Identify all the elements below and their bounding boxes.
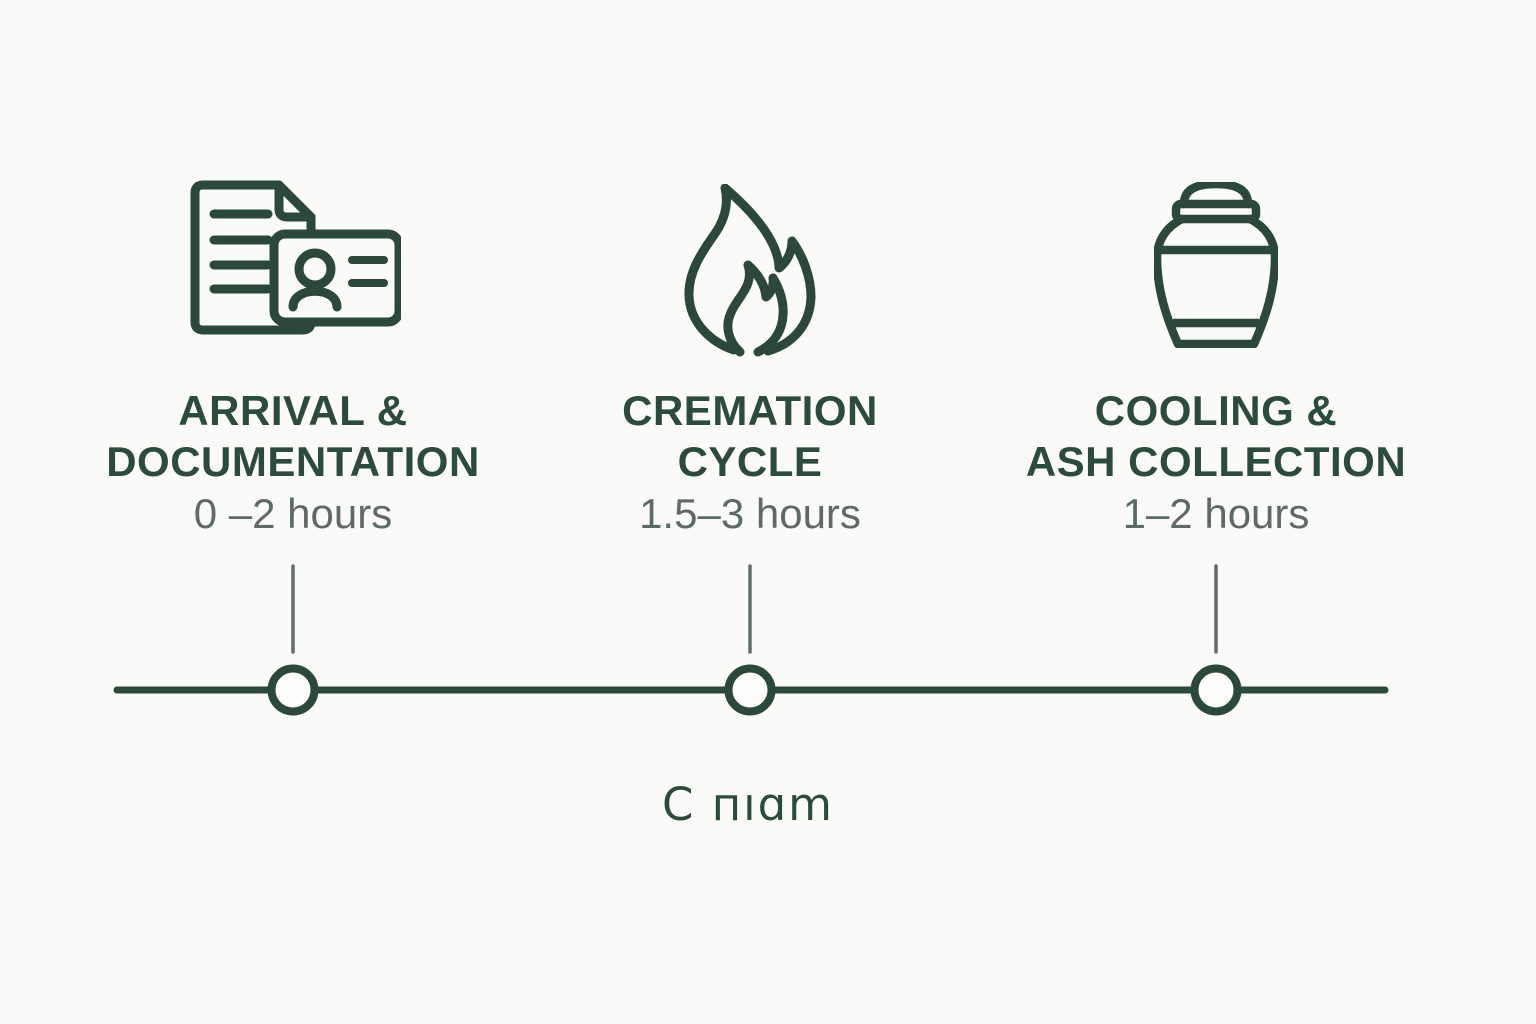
stage-arrival-documentation: ARRIVAL & DOCUMENTATION 0 –2 hours	[83, 180, 503, 537]
timeline-node	[267, 664, 319, 716]
stage-cooling-ash-collection: COOLING & ASH COLLECTION 1–2 hours	[1006, 180, 1426, 537]
document-id-icon-svg	[190, 180, 401, 335]
stage-title-line1: CREMATION	[622, 387, 878, 434]
paper-outline	[190, 180, 315, 335]
stage-title-line1: ARRIVAL &	[178, 387, 408, 434]
stage-title-line1: COOLING &	[1094, 387, 1338, 434]
flame-icon-svg	[684, 184, 816, 357]
person-shoulders	[288, 286, 341, 312]
urn-lid	[1179, 182, 1253, 209]
stage-title: ARRIVAL & DOCUMENTATION	[83, 385, 503, 487]
stage-title-line2: CYCLE	[677, 438, 823, 485]
stage-title-line2: ASH COLLECTION	[1025, 438, 1407, 485]
person-head	[294, 248, 335, 290]
flame-inner	[723, 260, 788, 357]
flame-icon	[540, 180, 960, 385]
flame-outer	[684, 184, 816, 356]
timeline-node	[1190, 664, 1242, 716]
paper-fold	[274, 180, 315, 222]
timeline-node	[724, 664, 776, 716]
stage-cremation-cycle: CREMATION CYCLE 1.5–3 hours	[540, 180, 960, 537]
document-id-icon	[83, 180, 503, 385]
urn-icon	[1006, 180, 1426, 385]
caption-text: C пıɑm	[661, 778, 835, 831]
stage-title-line2: DOCUMENTATION	[106, 438, 480, 485]
stage-duration: 1.5–3 hours	[639, 490, 861, 537]
urn-icon-svg	[1154, 182, 1278, 348]
urn-rim	[1171, 199, 1261, 224]
stage-title: CREMATION CYCLE	[540, 385, 960, 487]
stage-duration: 1–2 hours	[1122, 490, 1310, 537]
stage-duration: 0 –2 hours	[193, 490, 393, 537]
stage-title: COOLING & ASH COLLECTION	[1006, 385, 1426, 487]
